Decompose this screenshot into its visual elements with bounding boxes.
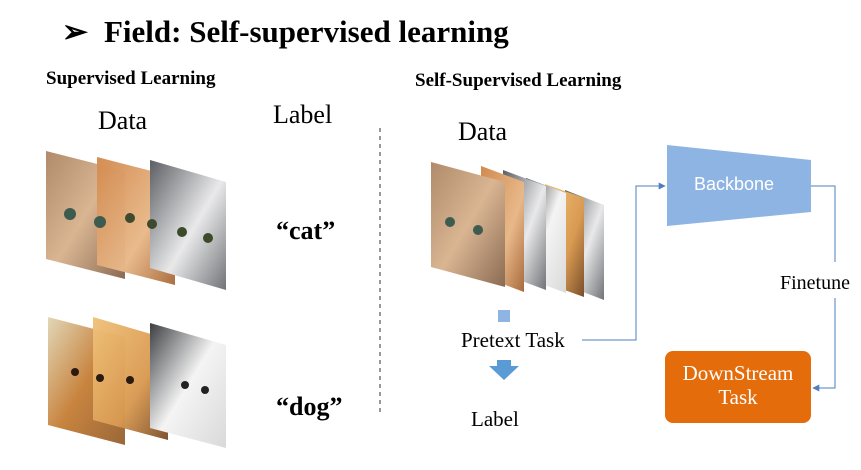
ssl-image-1 xyxy=(431,162,505,287)
downstream-line-1: DownStream xyxy=(682,361,794,385)
backbone-to-finetune-connector xyxy=(811,185,836,262)
down-arrow-icon xyxy=(489,360,519,380)
pretext-indicator-icon xyxy=(498,310,510,322)
supervised-data-label: Data xyxy=(98,106,148,135)
ssl-label-label: Label xyxy=(471,407,519,431)
finetune-label: Finetune xyxy=(780,272,850,294)
downstream-line-2: Task xyxy=(718,385,758,409)
dog-label: “dog” xyxy=(276,392,343,421)
pretext-to-backbone-connector xyxy=(582,182,666,341)
pretext-task-label: Pretext Task xyxy=(461,328,565,352)
backbone-block xyxy=(667,145,811,226)
arrow-bullet-icon: ➢ xyxy=(62,14,88,49)
page-title: ➢ Field: Self-supervised learning xyxy=(62,14,509,50)
ssl-data-label: Data xyxy=(458,117,508,146)
supervised-heading: Supervised Learning xyxy=(46,68,216,89)
dog-image-stack xyxy=(48,317,226,448)
cat-image-stack xyxy=(46,151,226,290)
downstream-task-box: DownStream Task xyxy=(665,351,811,423)
self-supervised-heading: Self-Supervised Learning xyxy=(415,70,622,91)
cat-label: “cat” xyxy=(276,216,336,245)
ssl-image-stack xyxy=(431,162,604,300)
backbone-label: Backbone xyxy=(694,174,775,194)
title-text: Field: Self-supervised learning xyxy=(103,14,509,49)
supervised-label-label: Label xyxy=(273,100,333,129)
finetune-to-downstream-connector xyxy=(812,298,836,392)
cat-image-3 xyxy=(150,160,226,290)
